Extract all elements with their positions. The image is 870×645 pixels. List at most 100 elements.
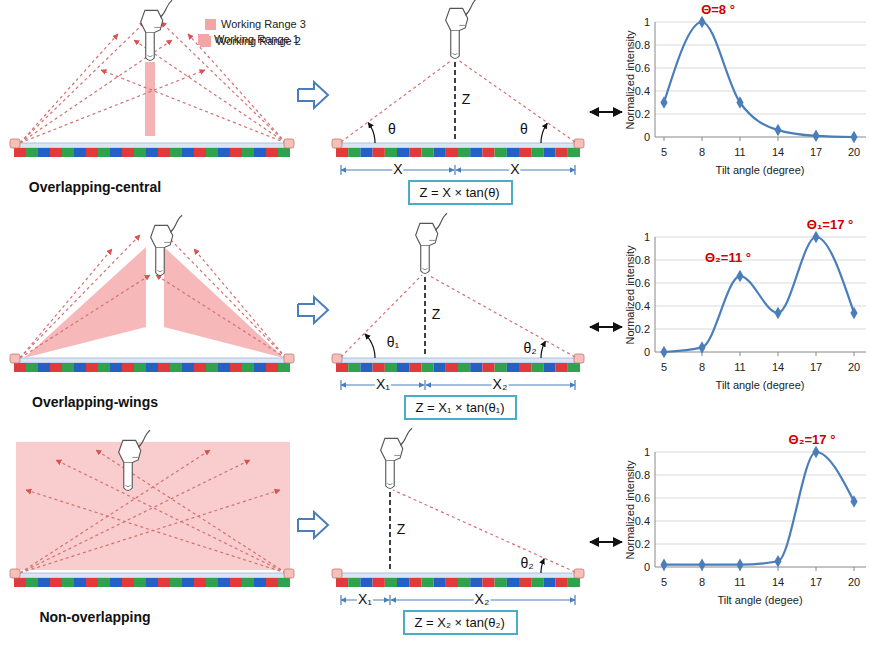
working-range: [145, 62, 155, 136]
led-cell: [14, 363, 26, 372]
led-cell: [146, 578, 158, 587]
led-cell: [158, 148, 170, 157]
sensor: [574, 354, 584, 363]
grid-line: [655, 498, 866, 499]
formula-text: Z = X × tan(θ): [420, 185, 501, 200]
led-cell: [348, 148, 360, 157]
panel-caption: Non-overlapping: [39, 610, 150, 625]
led-cell: [482, 578, 494, 587]
axis-tick-label: 17: [810, 146, 822, 158]
ray-line: [428, 275, 575, 357]
led-cell: [206, 363, 218, 372]
led-cell: [531, 363, 543, 372]
finger-icon: [119, 430, 150, 490]
data-marker: [774, 124, 781, 136]
led-bar: [14, 573, 290, 578]
led-cell: [446, 578, 458, 587]
data-marker: [660, 346, 667, 358]
axis-tick-label: 0.6: [635, 492, 650, 504]
led-cell: [230, 578, 242, 587]
led-cell: [385, 363, 397, 372]
angle-arc: [541, 341, 545, 358]
light-ray: [20, 22, 145, 143]
led-cell: [360, 148, 372, 157]
finger-nail: [422, 268, 427, 269]
axis-tick-label: 11: [734, 576, 745, 588]
sensor: [10, 139, 20, 148]
axis-title: Normalized intensity: [624, 30, 636, 129]
led-cell: [495, 363, 507, 372]
finger-outline: [381, 438, 403, 488]
led-cell: [266, 578, 278, 587]
axis-title: Tilt angle (degree): [716, 164, 805, 176]
light-ray: [156, 275, 286, 358]
axis-tick: [702, 137, 703, 141]
led-cell: [482, 363, 494, 372]
led-cell: [194, 363, 206, 372]
led-cell: [242, 363, 254, 372]
axis-tick-label: 14: [772, 146, 784, 158]
sensor: [332, 139, 342, 148]
data-marker: [774, 307, 781, 319]
legend-text: Working Range 2: [216, 35, 301, 47]
axis-tick-label: 0.6: [635, 62, 650, 74]
dimension-tick: [574, 595, 575, 605]
grid-line: [655, 22, 866, 23]
led-cell: [254, 148, 266, 157]
data-marker: [774, 555, 781, 567]
angle-arc: [541, 123, 547, 143]
grid-line: [655, 114, 866, 115]
led-cell: [158, 363, 170, 372]
height-line: [389, 492, 391, 571]
axis-tick-label: 5: [661, 576, 667, 588]
sensor: [284, 354, 294, 363]
sensor: [332, 354, 342, 363]
led-bar: [336, 143, 580, 148]
led-cell: [397, 578, 409, 587]
working-range: [164, 247, 284, 358]
led-cell: [194, 148, 206, 157]
geometry-label: X₂: [492, 377, 509, 392]
working-range: [24, 247, 146, 358]
formula-text: Z = X₁ × tan(θ₁): [416, 400, 505, 415]
axis-tick-label: 0.8: [635, 254, 650, 266]
ray-line: [341, 275, 422, 357]
axis-line: [655, 452, 656, 567]
led-cell: [98, 578, 110, 587]
axis-tick: [816, 352, 817, 356]
axis-tick-label: 0.2: [635, 108, 650, 120]
axis-tick-label: 14: [772, 576, 784, 588]
sensor: [332, 569, 342, 578]
finger-icon: [151, 215, 182, 275]
axis-tick-label: 0.4: [635, 300, 650, 312]
axis-tick-label: 8: [699, 361, 705, 373]
led-cell: [458, 363, 470, 372]
data-marker: [850, 307, 857, 319]
led-cell: [495, 578, 507, 587]
finger-knuckle: [451, 25, 465, 30]
dimension-tick: [454, 165, 455, 175]
led-cell: [336, 363, 348, 372]
data-marker: [698, 341, 705, 353]
ray-line: [393, 490, 575, 572]
data-marker: [812, 231, 819, 243]
data-marker: [736, 558, 743, 570]
legend-entry: Working Range 2: [200, 35, 301, 47]
geometry-label: Z: [396, 522, 407, 537]
led-cell: [14, 148, 26, 157]
double-arrow: [590, 111, 622, 113]
led-cell: [266, 363, 278, 372]
data-marker: [850, 131, 857, 143]
led-cell: [194, 578, 206, 587]
finger-knuckle: [124, 457, 138, 462]
led-cell: [385, 148, 397, 157]
led-cell: [556, 578, 568, 587]
light-ray: [56, 460, 286, 573]
led-cell: [110, 578, 122, 587]
led-cell: [146, 363, 158, 372]
dimension-tick: [340, 380, 341, 390]
finger-knuckle: [421, 240, 435, 245]
led-cell: [470, 363, 482, 372]
finger-nail: [452, 53, 457, 54]
led-cell: [470, 148, 482, 157]
